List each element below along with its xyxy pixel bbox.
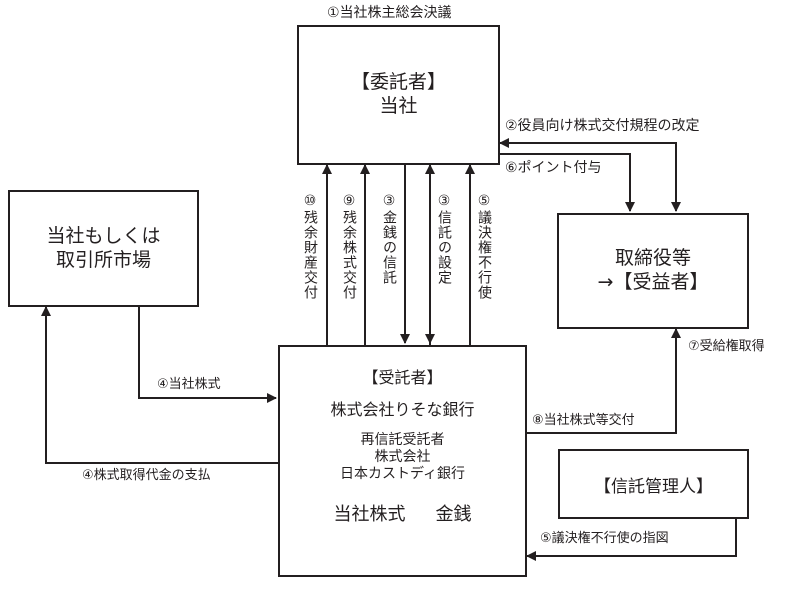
arrow-f4b: [41, 306, 278, 464]
re-trustee-line1: 再信託受託者: [360, 432, 445, 448]
flow-f10-label: ⑩残余財産交付: [302, 193, 318, 300]
arrow-f4a: [138, 305, 277, 403]
flow-f6-label: ⑥ポイント付与: [505, 160, 602, 176]
market-line1: 当社もしくは: [46, 224, 161, 247]
asset-shares: 当社株式: [333, 504, 406, 526]
flow-f7-label: ⑦受給権取得: [688, 339, 765, 354]
settlor-box: 【委託者】 当社: [297, 25, 500, 165]
arrow-f5b: [526, 518, 737, 561]
flow-f4b-label: ④株式取得代金の支払: [82, 468, 211, 483]
asset-cash: 金銭: [435, 504, 472, 526]
shareholder-resolution-label: ①当社株主総会決議: [327, 5, 452, 21]
beneficiary-line1: 取締役等: [614, 247, 691, 270]
market-box: 当社もしくは 取引所市場: [8, 190, 199, 307]
flow-f4a-label: ④当社株式: [157, 377, 221, 392]
arrow-f6: [498, 153, 635, 212]
beneficiary-line2: →【受益者】: [597, 271, 709, 293]
trustee-box: 【受託者】 株式会社りそな銀行 再信託受託者 株式会社 日本カストディ銀行 当社…: [278, 345, 527, 577]
administrator-box: 【信託管理人】: [558, 449, 749, 519]
beneficiary-box: 取締役等 →【受益者】: [557, 213, 749, 329]
flow-f2-label: ②役員向け株式交付規程の改定: [505, 118, 700, 134]
re-trustee-block: 再信託受託者 株式会社 日本カストディ銀行: [340, 432, 465, 482]
trust-assets: 当社株式 金銭: [334, 500, 472, 526]
trustee-heading: 【受託者】: [362, 368, 443, 387]
flow-f3b-label: ③信託の設定: [436, 193, 452, 285]
re-trustee-line3: 日本カストディ銀行: [339, 465, 466, 482]
flow-f5-label: ⑤議決権不行使: [476, 193, 492, 300]
trustee-name: 株式会社りそな銀行: [330, 400, 475, 419]
re-trustee-line2: 株式会社: [374, 448, 431, 465]
flow-f9-label: ⑨残余株式交付: [341, 193, 357, 300]
settlor-name: 当社: [379, 95, 418, 117]
market-line2: 取引所市場: [55, 248, 151, 271]
arrow-f7: [525, 328, 681, 434]
flow-f5b-label: ⑤議決権不行使の指図: [540, 531, 669, 546]
flow-f8-label: ⑧当社株式等交付: [532, 413, 635, 428]
settlor-heading: 【委託者】: [350, 71, 446, 94]
flow-f3a-label: ③金銭の信託: [381, 193, 397, 285]
administrator-label: 【信託管理人】: [594, 476, 713, 497]
